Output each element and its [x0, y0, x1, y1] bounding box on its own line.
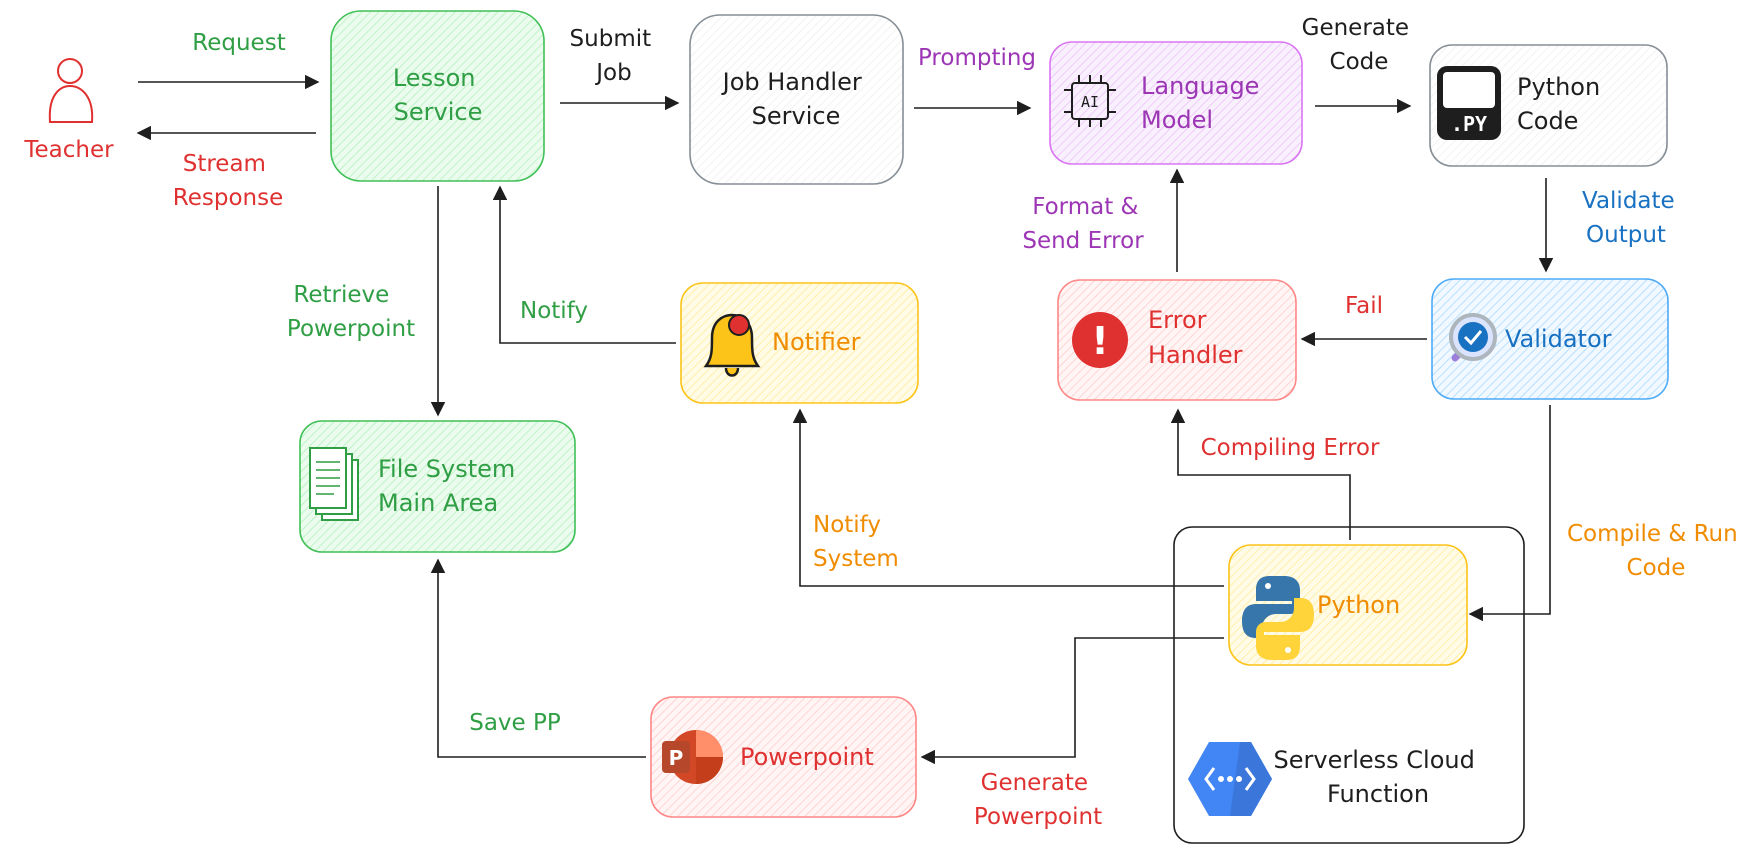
- label-retrieve-powerpoint-line2: Powerpoint: [287, 316, 415, 342]
- edge-compiling-error: [1170, 408, 1351, 540]
- label-compiling-error: Compiling Error: [1201, 435, 1380, 461]
- svg-text:Format & Send Error: Format & Send Error: [1022, 194, 1145, 254]
- svg-text:Validate Output: Validate Output: [1582, 188, 1682, 248]
- svg-text:Retrieve Powerpoint: Retrieve Powerpoint: [287, 282, 415, 342]
- error-handler-node[interactable]: ! Error Handler: [1057, 279, 1297, 401]
- python-node[interactable]: Python: [1228, 544, 1468, 666]
- label-retrieve-powerpoint-line1: Retrieve: [293, 282, 389, 308]
- teacher-label: Teacher: [23, 137, 114, 163]
- svg-text:Generate Code: Generate Code: [1302, 15, 1417, 75]
- job-handler-service-node[interactable]: Job Handler Service: [689, 14, 904, 185]
- label-submit-job-line2: Job: [594, 60, 631, 86]
- documents-icon: [309, 447, 359, 521]
- notifier-label: Notifier: [772, 328, 861, 356]
- label-save-pp: Save PP: [469, 710, 561, 736]
- file-system-line1: File System: [378, 455, 515, 483]
- py-file-label: .PY: [1451, 112, 1487, 136]
- svg-text:Error Handler: Error Handler: [1148, 306, 1243, 369]
- lesson-service-line1: Lesson: [393, 64, 476, 92]
- svg-text:Compile & Run Code: Compile & Run Code: [1567, 521, 1745, 581]
- powerpoint-logo-letter: P: [669, 746, 684, 770]
- label-generate-code-line1: Generate: [1302, 15, 1409, 41]
- label-compile-run-code-line2: Code: [1627, 555, 1686, 581]
- magnifier-check-icon: [1449, 313, 1497, 362]
- language-model-line2: Model: [1141, 106, 1213, 134]
- edge-compile-run-code: [1468, 405, 1551, 622]
- lesson-service-node[interactable]: Lesson Service: [330, 10, 545, 182]
- label-generate-powerpoint-line2: Powerpoint: [974, 804, 1102, 830]
- validator-label: Validator: [1505, 325, 1612, 353]
- file-system-line2: Main Area: [378, 489, 498, 517]
- exclamation-mark: !: [1091, 319, 1108, 363]
- job-handler-line1: Job Handler: [721, 68, 862, 96]
- label-validate-output-line2: Output: [1586, 222, 1666, 248]
- error-handler-line2: Handler: [1148, 341, 1243, 369]
- label-stream-response-line2: Response: [173, 185, 283, 211]
- cloud-function-label-group: Serverless Cloud Function: [1188, 742, 1483, 816]
- error-handler-line1: Error: [1148, 306, 1207, 334]
- file-system-node[interactable]: File System Main Area: [299, 420, 576, 553]
- label-format-send-error-line2: Send Error: [1022, 228, 1144, 254]
- label-validate-output-line1: Validate: [1582, 188, 1675, 214]
- label-notify-system-line1: Notify: [813, 512, 881, 538]
- exclamation-icon: !: [1072, 312, 1128, 368]
- teacher-actor: Teacher: [23, 58, 114, 163]
- label-prompting: Prompting: [918, 45, 1036, 71]
- edge-generate-powerpoint: [920, 637, 1224, 765]
- label-compile-run-code-line1: Compile & Run: [1567, 521, 1738, 547]
- label-format-send-error-line1: Format &: [1032, 194, 1138, 220]
- svg-text:Python Code: Python Code: [1517, 73, 1608, 135]
- cloud-function-line2: Function: [1327, 780, 1429, 808]
- edge-notify: [492, 185, 676, 344]
- language-model-node[interactable]: AI Language Model: [1049, 41, 1303, 165]
- edge-notify-system: [792, 408, 1224, 587]
- svg-text:Serverless Cloud Functio: Serverless Cloud Function: [1274, 746, 1483, 808]
- svg-text:Submit Job: Submit Job: [570, 26, 659, 86]
- label-notify: Notify: [520, 298, 588, 324]
- svg-text:Language Model: Language Model: [1141, 72, 1267, 134]
- bell-icon: [703, 313, 761, 377]
- py-file-icon: .PY: [1437, 66, 1501, 140]
- edge-save-pp: [430, 558, 646, 758]
- cloud-function-line1: Serverless Cloud: [1274, 746, 1475, 774]
- cloud-functions-icon: [1188, 742, 1272, 816]
- label-request: Request: [192, 30, 285, 56]
- python-code-line1: Python: [1517, 73, 1600, 101]
- python-logo-icon: [1242, 576, 1314, 660]
- python-code-line2: Code: [1517, 107, 1578, 135]
- ai-chip-label: AI: [1081, 93, 1099, 111]
- label-submit-job-line1: Submit: [570, 26, 652, 52]
- label-fail: Fail: [1345, 293, 1383, 319]
- validator-node[interactable]: Validator: [1431, 278, 1669, 400]
- label-stream-response-line1: Stream: [183, 151, 266, 177]
- job-handler-line2: Service: [752, 102, 841, 130]
- label-generate-powerpoint-line1: Generate: [981, 770, 1088, 796]
- powerpoint-label: Powerpoint: [740, 743, 874, 771]
- ai-chip-icon: AI: [1064, 75, 1116, 127]
- svg-text:Notify System: Notify System: [813, 512, 899, 572]
- label-generate-code-line2: Code: [1330, 49, 1389, 75]
- cloud-function-container: [1173, 526, 1525, 844]
- label-notify-system-line2: System: [813, 546, 899, 572]
- python-code-node[interactable]: .PY Python Code: [1429, 44, 1668, 167]
- lesson-service-line2: Service: [394, 98, 483, 126]
- svg-text:Job Handler Service: Job Handler Service: [721, 68, 870, 130]
- svg-text:Lesson Service: Lesson Service: [393, 64, 483, 126]
- python-label: Python: [1317, 591, 1400, 619]
- svg-text:Generate Powerpoint: Generate Powerpoint: [974, 770, 1102, 830]
- powerpoint-logo-icon: P: [662, 730, 723, 784]
- svg-text:Stream Response: Stream Response: [173, 151, 283, 211]
- svg-text:File System Main Area: File System Main Area: [378, 455, 523, 517]
- language-model-line1: Language: [1141, 72, 1259, 100]
- notifier-node[interactable]: Notifier: [680, 282, 919, 404]
- powerpoint-node[interactable]: P Powerpoint: [650, 696, 917, 818]
- person-icon: [48, 58, 94, 123]
